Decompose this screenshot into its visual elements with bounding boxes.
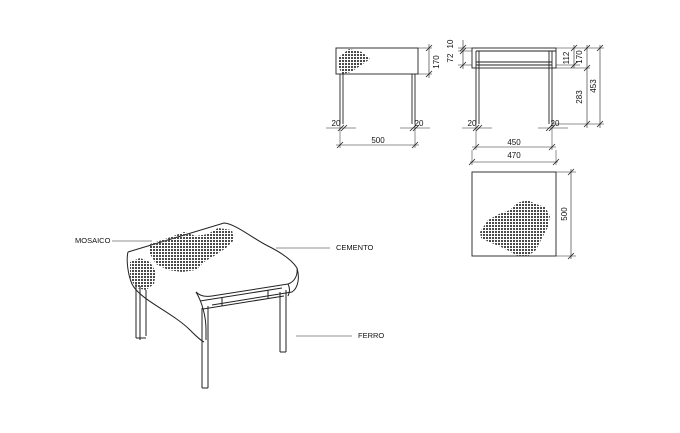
side-lower-height-label: 283 — [575, 90, 584, 104]
label-iron: FERRO — [358, 331, 384, 340]
top-mosaic — [480, 200, 550, 256]
side-gap-label: 72 — [446, 53, 455, 62]
perspective-view — [112, 222, 352, 389]
side-top-frame — [471, 47, 557, 69]
front-height-label: 170 — [432, 55, 441, 69]
label-cement: CEMENTO — [336, 243, 374, 252]
top-depth-label: 500 — [560, 207, 569, 221]
perspective-labels: MOSAICO CEMENTO FERRO — [75, 236, 384, 340]
side-leg-right-label: 20 — [551, 119, 560, 128]
top-slab-outline — [471, 171, 557, 257]
side-view — [458, 40, 604, 151]
perspective-top-mosaic — [150, 228, 234, 272]
top-view — [468, 150, 576, 260]
label-mosaic: MOSAICO — [75, 236, 111, 245]
side-upper-height-label: 170 — [575, 50, 584, 64]
front-leg-right-label: 20 — [415, 119, 424, 128]
side-shelf-label: 112 — [562, 51, 571, 64]
side-view-labels: 10 72 112 170 283 453 20 20 450 — [446, 39, 598, 147]
side-total-height-label: 453 — [589, 79, 598, 93]
side-leg-left-label: 20 — [468, 119, 477, 128]
side-top-thickness-label: 10 — [446, 39, 455, 48]
front-mosaic — [338, 49, 370, 74]
front-top-slab — [335, 47, 419, 75]
perspective-left-edge — [126, 251, 205, 343]
top-view-labels: 470 500 — [507, 151, 569, 221]
side-width-label: 450 — [507, 138, 521, 147]
front-width-label: 500 — [371, 136, 385, 145]
perspective-side-mosaic — [130, 258, 156, 290]
front-view — [326, 44, 433, 149]
front-leg-left-label: 20 — [332, 119, 341, 128]
front-view-labels: 170 20 20 500 — [332, 55, 441, 145]
top-width-label: 470 — [507, 151, 521, 160]
